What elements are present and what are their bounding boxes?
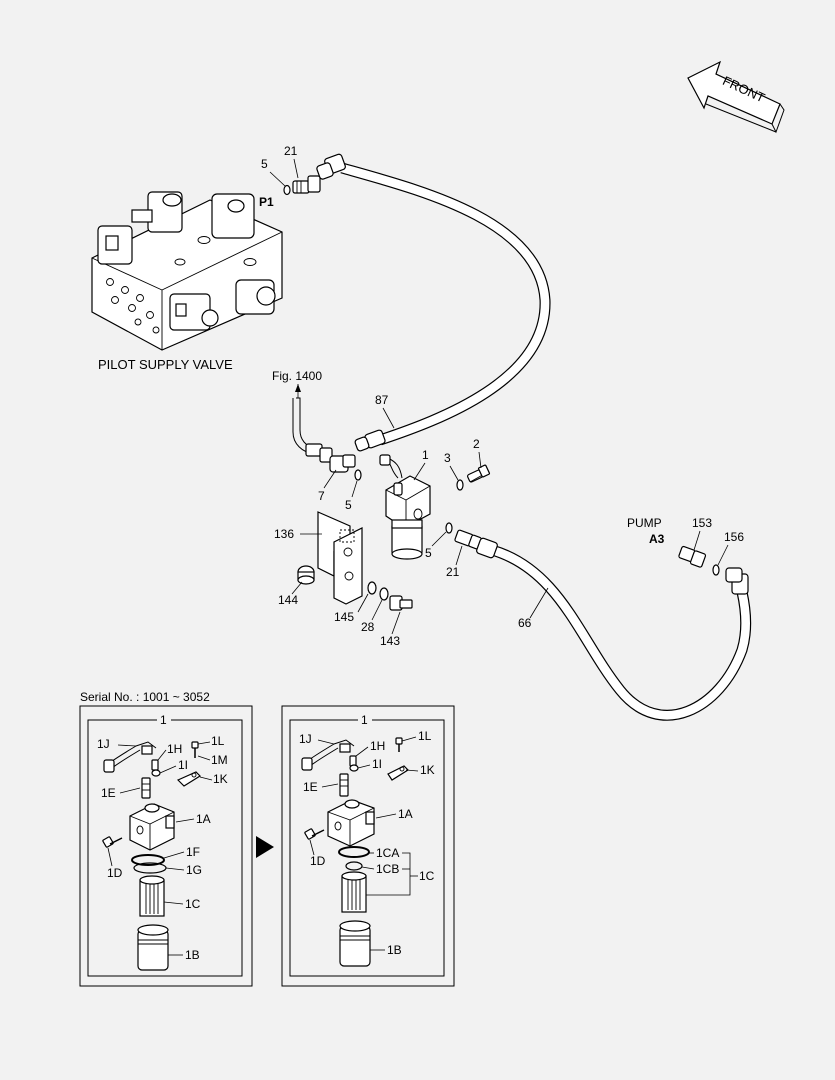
callout-2: 2 bbox=[473, 437, 480, 451]
detail-right-label-1e: 1E bbox=[303, 780, 318, 794]
pump-label: PUMP bbox=[627, 516, 662, 530]
detail-left-label-1a: 1A bbox=[196, 812, 211, 826]
callout-144: 144 bbox=[278, 593, 298, 607]
detail-left-label-1i: 1I bbox=[178, 758, 188, 772]
detail-right-label-1b: 1B bbox=[387, 943, 402, 957]
callout-3: 3 bbox=[444, 451, 451, 465]
front-arrow: FRONT bbox=[687, 60, 785, 134]
hose-87 bbox=[316, 153, 551, 452]
detail-left-label-1c: 1C bbox=[185, 897, 201, 911]
detail-right-label-1c: 1C bbox=[419, 869, 435, 883]
detail-right-label-1ca: 1CA bbox=[376, 846, 399, 860]
callout-21b: 21 bbox=[446, 565, 460, 579]
washer-3 bbox=[456, 479, 464, 491]
callout-5c: 5 bbox=[425, 546, 432, 560]
detail-left-label-1d: 1D bbox=[107, 866, 123, 880]
port-p1-label: P1 bbox=[259, 195, 274, 209]
callout-156: 156 bbox=[724, 530, 744, 544]
fitting-153 bbox=[678, 545, 707, 568]
callout-1: 1 bbox=[422, 448, 429, 462]
detail-right-label-1l: 1L bbox=[418, 729, 432, 743]
detail-right-label-1i: 1I bbox=[372, 757, 382, 771]
callout-28: 28 bbox=[361, 620, 375, 634]
fig-ref-label: Fig. 1400 bbox=[272, 369, 322, 383]
bracket-136 bbox=[317, 511, 363, 605]
o-ring-156 bbox=[712, 564, 720, 576]
detail-right-label-1j: 1J bbox=[299, 732, 312, 746]
nut-144 bbox=[297, 565, 315, 585]
callout-5b: 5 bbox=[345, 498, 352, 512]
callout-5a: 5 bbox=[261, 157, 268, 171]
detail-right-label-1a: 1A bbox=[398, 807, 413, 821]
detail-left-label-1b: 1B bbox=[185, 948, 200, 962]
detail-left-title: 1 bbox=[160, 713, 167, 727]
detail-left-label-1l: 1L bbox=[211, 734, 225, 748]
detail-right-label-1cb: 1CB bbox=[376, 862, 399, 876]
detail-left-label-1h: 1H bbox=[167, 742, 182, 756]
fitting-21-top bbox=[283, 175, 321, 196]
detail-right-label-1d: 1D bbox=[310, 854, 326, 868]
bolt-2 bbox=[467, 464, 491, 483]
detail-left-label-1m: 1M bbox=[211, 753, 228, 767]
callout-143: 143 bbox=[380, 634, 400, 648]
detail-left-label-1j: 1J bbox=[97, 737, 110, 751]
callout-66: 66 bbox=[518, 616, 532, 630]
hose-66 bbox=[476, 537, 752, 721]
o-ring-5b bbox=[354, 469, 362, 481]
detail-right-label-1h: 1H bbox=[370, 739, 385, 753]
callout-136: 136 bbox=[274, 527, 294, 541]
pilot-supply-valve bbox=[91, 191, 283, 351]
pump-port-label: A3 bbox=[649, 532, 665, 546]
callout-7: 7 bbox=[318, 489, 325, 503]
callout-87: 87 bbox=[375, 393, 389, 407]
detail-left-label-1f: 1F bbox=[186, 845, 200, 859]
washer-145 bbox=[367, 581, 377, 595]
right-arrow-icon bbox=[256, 836, 274, 858]
callout-21a: 21 bbox=[284, 144, 298, 158]
o-ring-5c bbox=[445, 522, 453, 534]
detail-box-left: 1 1J 1H 1I 1L 1M 1K 1E bbox=[79, 705, 253, 987]
detail-left-label-1k: 1K bbox=[213, 772, 228, 786]
valve-caption: PILOT SUPPLY VALVE bbox=[98, 357, 233, 372]
line-filter-1 bbox=[379, 454, 431, 560]
elbow-fitting-7 bbox=[305, 443, 356, 473]
serial-label: Serial No. : 1001 ~ 3052 bbox=[80, 690, 210, 704]
detail-right-label-1k: 1K bbox=[420, 763, 435, 777]
detail-box-right: 1 1J 1H 1I 1L 1K 1E 1A bbox=[281, 705, 455, 987]
callout-153: 153 bbox=[692, 516, 712, 530]
detail-left-label-1g: 1G bbox=[186, 863, 202, 877]
detail-right-title: 1 bbox=[361, 713, 368, 727]
callout-145: 145 bbox=[334, 610, 354, 624]
detail-left-label-1e: 1E bbox=[101, 786, 116, 800]
washer-28 bbox=[379, 587, 389, 601]
bolt-143 bbox=[389, 595, 413, 611]
